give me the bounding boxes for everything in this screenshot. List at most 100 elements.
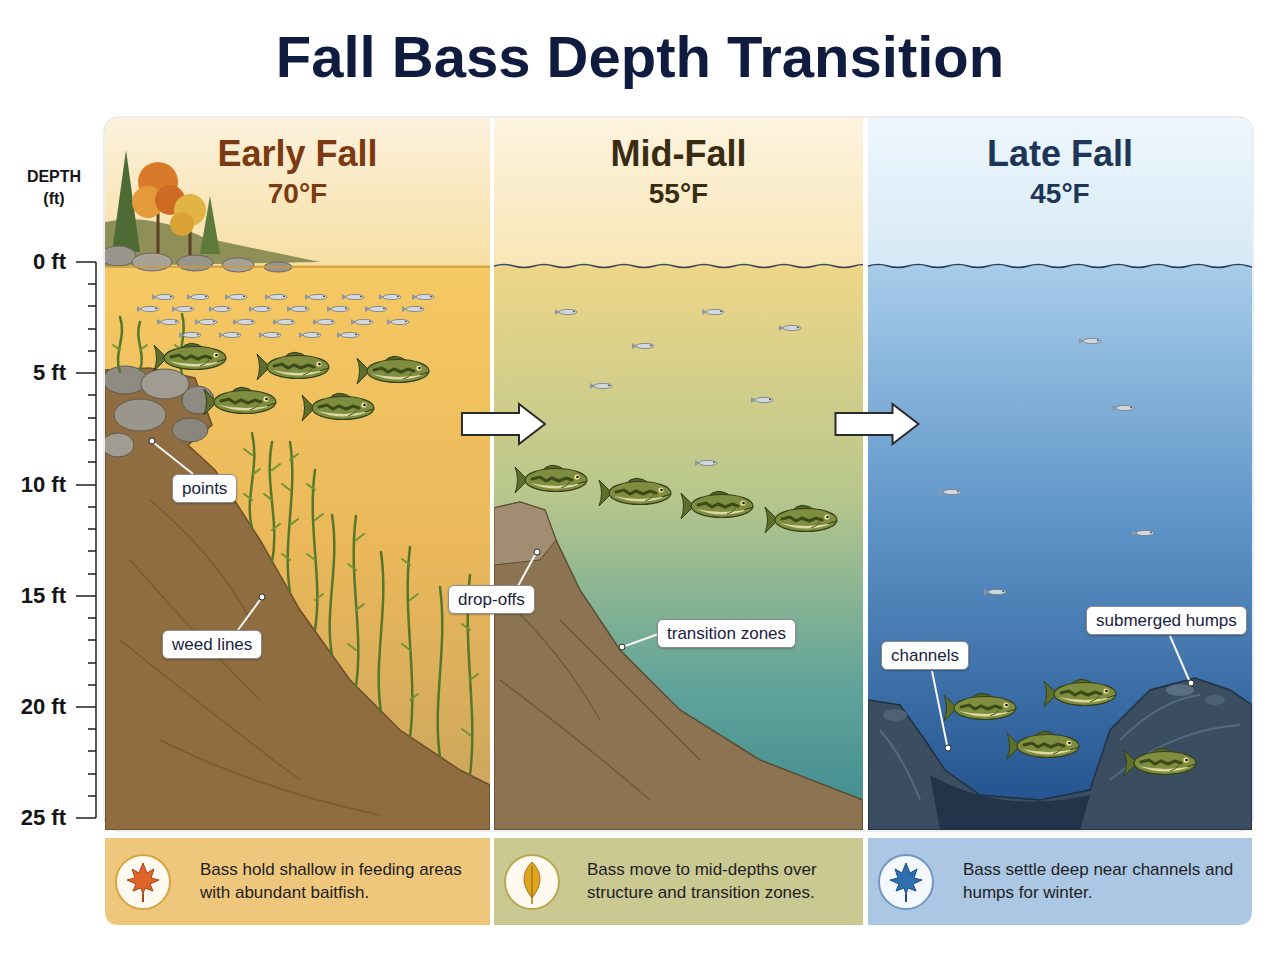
callout-text: channels (891, 645, 959, 666)
depth-tick-label: 10 ft (0, 472, 66, 498)
depth-tick-label: 20 ft (0, 694, 66, 720)
callout-label: submerged humps (1086, 606, 1247, 635)
weed-leaf (244, 449, 260, 500)
leaf-icon (890, 863, 922, 894)
water-temperature: 45°F (868, 177, 1252, 211)
bass-fish (302, 393, 374, 421)
baitfish-school (209, 306, 231, 312)
leader-dot (149, 438, 1194, 751)
leader-dot (945, 745, 951, 751)
baitfish (1112, 405, 1134, 411)
leaf-icon (879, 855, 933, 909)
early-fall-scene (177, 255, 213, 271)
callout-label: weed lines (162, 630, 262, 659)
weed-plant (250, 433, 255, 528)
leader-line (238, 600, 260, 630)
label-box: 0 ft (0, 249, 66, 275)
caption-band (105, 838, 1252, 925)
caption-box: Bass move to mid-depths over structure a… (494, 838, 863, 925)
caption-band (105, 838, 490, 925)
callout-text: drop-offs (458, 589, 525, 610)
axis-title: DEPTH (ft) (19, 166, 89, 211)
season-panel: Mid-Fall55°Fdrop-offstransition zones (494, 118, 863, 830)
weed-plant (354, 516, 359, 686)
callout-text: transition zones (667, 623, 786, 644)
depth-axis (76, 261, 96, 263)
depth-axis (76, 262, 96, 818)
baitfish (939, 489, 961, 495)
early-fall-scene (222, 258, 254, 272)
late-fall-scene (1205, 695, 1225, 705)
caption-text: Bass hold shallow in feeding areas with … (200, 859, 480, 905)
baitfish (555, 309, 577, 315)
early-fall-scene (132, 253, 172, 271)
bass-fish (515, 465, 587, 493)
caption-band (868, 838, 1252, 925)
caption-text: Bass settle deep near channels and humps… (963, 859, 1242, 905)
water-temperature: 70°F (105, 177, 490, 211)
depth-tick-label: 5 ft (0, 360, 66, 386)
baitfish (695, 460, 717, 466)
depth-axis (76, 372, 96, 374)
baitfish-school (305, 294, 327, 300)
weed-leaf (402, 559, 418, 700)
baitfish (1132, 530, 1154, 536)
weed-leaf (113, 345, 478, 735)
depth-axis (95, 262, 97, 818)
mid-fall-scene (494, 118, 874, 830)
depth-axis (76, 817, 96, 819)
mid-fall-scene (494, 502, 863, 830)
leaf-icon (905, 894, 907, 902)
early-fall-scene (170, 212, 194, 236)
depth-axis (88, 284, 96, 796)
late-fall-scene (883, 709, 907, 721)
leader-line (518, 555, 535, 586)
bass-fish (257, 352, 329, 380)
bass-fish (515, 465, 837, 533)
depth-tick-label: 15 ft (0, 583, 66, 609)
callout-text: weed lines (172, 634, 252, 655)
title-bar: Fall Bass Depth Transition (0, 24, 1280, 91)
bass-fish (1007, 731, 1079, 759)
depth-tick-label: 25 ft (0, 805, 66, 831)
baitfish (555, 309, 801, 466)
early-fall-scene (120, 500, 380, 815)
depth-tick-label: 0 ft (0, 249, 66, 275)
bass-fish (1044, 679, 1116, 707)
baitfish-school (233, 319, 255, 325)
label-box: 5 ft (0, 360, 66, 386)
weed-plant (408, 547, 413, 737)
baitfish-school (152, 294, 174, 300)
leaf-icon (116, 855, 170, 909)
baitfish-school (179, 332, 201, 338)
depth-axis (76, 595, 96, 597)
baitfish-school (379, 294, 401, 300)
baitfish (984, 589, 1006, 595)
baitfish-school (342, 294, 364, 300)
late-fall-scene (868, 118, 1268, 830)
baitfish-school (402, 306, 424, 312)
leaf-icon (505, 855, 559, 909)
callout-label: points (172, 474, 237, 503)
baitfish-school (287, 306, 309, 312)
bass-fish (204, 387, 276, 415)
caption-band (494, 838, 863, 925)
baitfish (1079, 338, 1101, 344)
leaf-icon (531, 866, 533, 904)
baitfish-school (299, 332, 321, 338)
late-fall-scene (930, 775, 1090, 830)
late-fall-scene (868, 118, 1252, 266)
baitfish-school (265, 294, 287, 300)
callout-label: channels (881, 641, 969, 670)
bass-fish (154, 343, 429, 421)
callout-text: submerged humps (1096, 610, 1237, 631)
callout-label: transition zones (657, 619, 796, 648)
baitfish (590, 383, 612, 389)
baitfish-school (157, 319, 179, 325)
baitfish-school (273, 319, 295, 325)
weed-plant (118, 317, 122, 372)
baitfish (779, 325, 801, 331)
late-fall-scene (868, 266, 1252, 830)
weed-plant (288, 442, 293, 592)
